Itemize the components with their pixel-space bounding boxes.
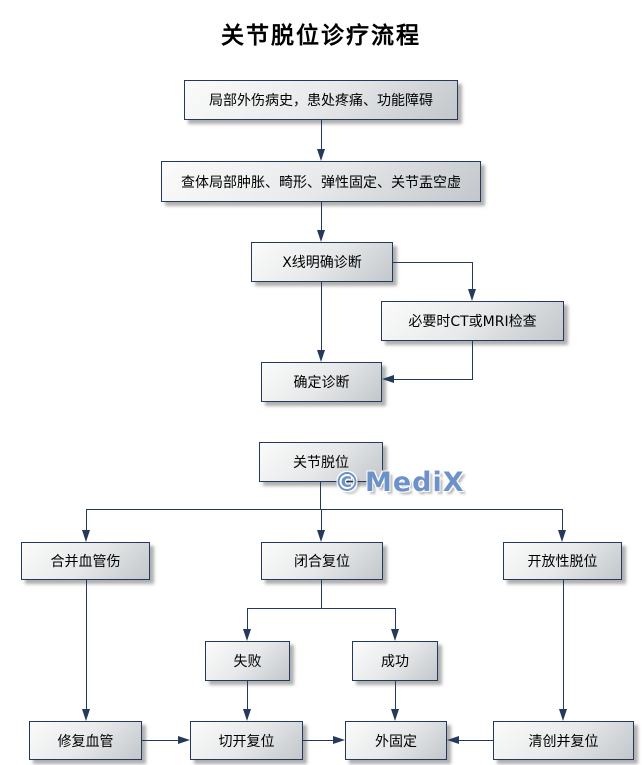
edge-dislocation-split-stem (320, 482, 321, 509)
edge-repair-openreduction-line (142, 740, 178, 741)
edge-split-vascular-line (86, 509, 87, 530)
edge-xray-ctmri-hline (393, 262, 473, 263)
node-open-reduction-label: 切开复位 (218, 733, 275, 750)
edge-history-exam-line (321, 120, 322, 149)
node-open-dislocation-label: 开放性脱位 (527, 554, 598, 570)
node-repair-vessel-label: 修复血管 (57, 733, 114, 750)
page-title: 关节脱位诊疗流程 (221, 23, 421, 49)
edge-split-open-line (562, 509, 563, 530)
edge-closed-success-arrowhead-icon (391, 629, 399, 641)
edge-repair-openreduction-arrowhead-icon (178, 736, 190, 744)
edge-open-debridement-arrowhead-icon (559, 709, 567, 721)
edge-fail-openreduction-arrowhead-icon (243, 709, 251, 721)
node-confirm-diagnosis: 确定诊断 (261, 362, 382, 402)
node-vascular-injury-label: 合并血管伤 (50, 554, 121, 570)
edge-open-debridement-line (563, 580, 564, 709)
edge-split-vascular-arrowhead-icon (82, 530, 90, 542)
node-ctmri-label: 必要时CT或MRI检查 (408, 314, 537, 330)
copyright-icon: © (334, 467, 360, 498)
edge-xray-confirm-line (321, 282, 322, 350)
node-external-fixation-label: 外固定 (375, 733, 417, 750)
edge-closed-split-hline (247, 608, 395, 609)
node-fail-label: 失败 (233, 654, 262, 670)
edge-xray-confirm-arrowhead-icon (317, 350, 325, 362)
edge-xray-ctmri-arrowhead-icon (468, 289, 476, 301)
node-ctmri: 必要时CT或MRI检查 (381, 301, 564, 341)
node-debridement-reduction-label: 清创并复位 (528, 733, 599, 750)
node-open-dislocation: 开放性脱位 (503, 542, 622, 580)
edge-debridement-fixation-arrowhead-icon (447, 736, 459, 744)
edge-ctmri-confirm-hline (394, 379, 473, 380)
edge-exam-xray-arrowhead-icon (317, 230, 325, 242)
edge-ctmri-confirm-arrowhead-icon (382, 375, 394, 383)
edge-closed-fail-line (247, 608, 248, 630)
edge-history-exam-arrowhead-icon (317, 149, 325, 161)
node-history-label: 局部外伤病史，患处疼痛、功能障碍 (209, 93, 433, 109)
edge-vascular-repair-line (86, 580, 87, 709)
edge-split-closed-line (321, 509, 322, 530)
edge-fail-openreduction-line (247, 681, 248, 709)
edge-split-open-arrowhead-icon (558, 530, 566, 542)
node-closed-reduction: 闭合复位 (261, 542, 383, 580)
edge-debridement-fixation-line (459, 740, 493, 741)
node-xray-label: X线明确诊断 (282, 255, 362, 271)
edge-vascular-repair-arrowhead-icon (82, 709, 90, 721)
node-success: 成功 (352, 641, 438, 681)
node-history: 局部外伤病史，患处疼痛、功能障碍 (184, 80, 458, 120)
edge-success-fixation-line (395, 681, 396, 709)
node-external-fixation: 外固定 (345, 721, 447, 760)
node-joint-dislocation: 关节脱位 (259, 442, 383, 482)
node-debridement-reduction: 清创并复位 (493, 721, 634, 760)
edge-openreduction-fixation-arrowhead-icon (333, 736, 345, 744)
node-confirm-diagnosis-label: 确定诊断 (293, 375, 350, 391)
node-xray: X线明确诊断 (251, 242, 393, 282)
edge-closed-split-stem (321, 580, 322, 608)
watermark-text: MediX (365, 467, 465, 498)
node-joint-dislocation-label: 关节脱位 (293, 455, 349, 471)
edge-openreduction-fixation-line (303, 740, 333, 741)
node-success-label: 成功 (381, 654, 409, 670)
node-exam: 查体局部肿胀、畸形、弹性固定、关节盂空虚 (161, 161, 481, 202)
node-closed-reduction-label: 闭合复位 (294, 554, 350, 570)
watermark: © MediX (334, 469, 465, 496)
node-vascular-injury: 合并血管伤 (21, 542, 150, 580)
node-exam-label: 查体局部肿胀、畸形、弹性固定、关节盂空虚 (181, 174, 461, 191)
edge-split-closed-arrowhead-icon (317, 530, 325, 542)
edge-exam-xray-line (321, 202, 322, 230)
edge-ctmri-confirm-vline (472, 341, 473, 380)
edge-closed-fail-arrowhead-icon (243, 629, 251, 641)
edge-closed-success-line (395, 608, 396, 630)
edge-success-fixation-arrowhead-icon (391, 709, 399, 721)
node-repair-vessel: 修复血管 (29, 721, 142, 760)
node-fail: 失败 (205, 641, 290, 681)
edge-xray-ctmri-vline (472, 262, 473, 289)
node-open-reduction: 切开复位 (190, 721, 303, 760)
edge-dislocation-split-hline (86, 509, 562, 510)
